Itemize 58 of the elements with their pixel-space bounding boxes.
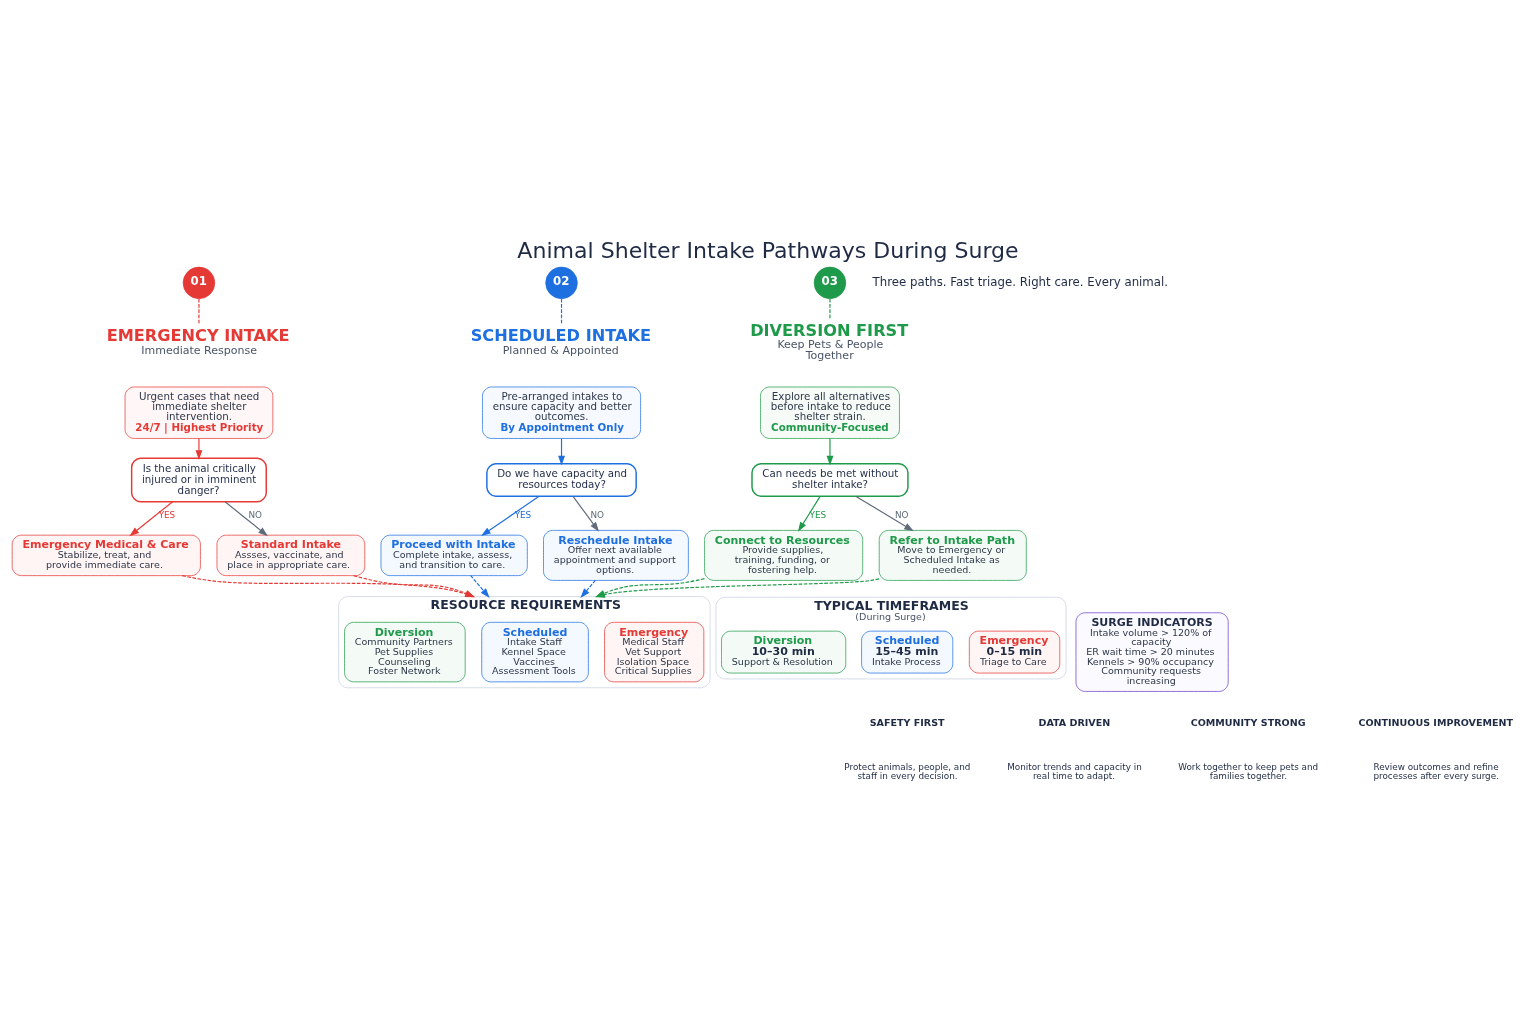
node-text: EMERGENCY INTAKE Immediate Response [106, 326, 290, 357]
diagram-title: Animal Shelter Intake Pathways During Surge [517, 237, 1019, 263]
node-box: Connect to Resources Provide supplies, training, funding, or fostering help. [704, 530, 864, 581]
node-box: Pre-arranged intakes to ensure capacity and better outcomes. By Appointment Only [482, 386, 641, 439]
edge-label: NO [248, 510, 262, 521]
node-box: Urgent cases that need immediate shelter intervention. 24/7 | Highest Priority [124, 386, 274, 439]
label: Review outcomes and refine processes after every surge. [1373, 761, 1499, 782]
arrow [855, 495, 914, 532]
node-box: Standard Intake Assses, vaccinate, and place in appropriate care. [216, 534, 366, 576]
node-box: Diversion 10–30 min Support & Resolution [721, 630, 847, 674]
arrow [195, 437, 203, 460]
node-text: DIVERSION FIRST Keep Pets & People Together [750, 320, 909, 363]
edge-label: NO [894, 510, 909, 521]
label: SAFETY FIRST [869, 717, 945, 729]
edge-label: YES [158, 510, 176, 521]
node-box: Diversion Community Partners Pet Supplies Counseling Foster Network [344, 621, 466, 683]
arrow [595, 578, 880, 598]
connector [198, 298, 200, 325]
label: Protect animals, people, and staff in every decision. [844, 761, 971, 782]
arrow [129, 501, 174, 537]
label: DATA DRIVEN [1038, 717, 1111, 729]
node-box: Scheduled Intake Staff Kennel Space Vaccines Assessment Tools [481, 621, 589, 683]
node-box: Emergency Medical & Care Stabilize, treat, and provide immediate care. [11, 534, 201, 576]
edge-label: NO [590, 510, 604, 521]
edge-label: YES [809, 510, 827, 521]
label: CONTINUOUS IMPROVEMENT [1358, 717, 1514, 729]
node-text: SCHEDULED INTAKE Planned & Appointed [470, 326, 652, 357]
node-box: Can needs be met without shelter intake? [751, 463, 909, 497]
arrow [224, 501, 268, 537]
connector [560, 298, 563, 325]
arrow [181, 575, 475, 598]
edge-label: YES [514, 510, 532, 521]
node-box: Scheduled 15–45 min Intake Process [861, 630, 954, 674]
arrow [797, 495, 821, 532]
connector [829, 298, 831, 320]
node-box: Proceed with Intake Complete intake, assess, and transition to care. [380, 534, 528, 576]
label: Work together to keep pets and families together. [1178, 761, 1319, 782]
node-box: Do we have capacity and resources today? [486, 463, 637, 497]
label: COMMUNITY STRONG [1190, 717, 1306, 729]
node-box: SURGE INDICATORS Intake volume > 120% of capacity ER wait time > 20 minutes Kennels > 90% occupancy Community requests increasing [1075, 612, 1229, 692]
arrow [352, 575, 475, 598]
node-box: Emergency 0–15 min Triage to Care [968, 630, 1061, 674]
arrow [826, 437, 834, 466]
node-box: Explore all alternatives before intake to reduce shelter strain. Community-Focused [760, 386, 900, 439]
node-box: Reschedule Intake Offer next available appointment and support options. [543, 530, 689, 581]
node-box: Is the animal critically injured or in imminent danger? [130, 457, 267, 503]
label: Three paths. Fast triage. Right care. Every animal. [872, 274, 1169, 289]
arrow [572, 495, 600, 532]
node-circle: 01 [182, 266, 216, 300]
arrow [481, 495, 540, 537]
node-circle: 03 [813, 266, 847, 300]
node-circle: 02 [545, 266, 578, 300]
label: Monitor trends and capacity in real time to adapt. [1007, 761, 1142, 782]
arrow [580, 579, 596, 598]
arrow [595, 578, 706, 598]
node-box: Emergency Medical Staff Vet Support Isolation Space Critical Supplies [604, 621, 705, 683]
arrow [470, 575, 490, 598]
node-box: Refer to Intake Path Move to Emergency or Scheduled Intake as needed. [878, 530, 1027, 581]
